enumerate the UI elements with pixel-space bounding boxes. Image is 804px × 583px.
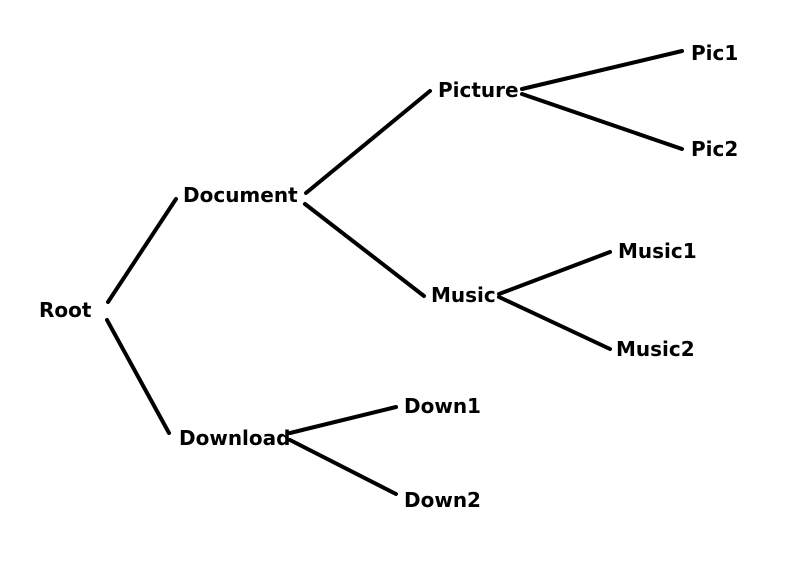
edge-root-download: [105, 318, 171, 435]
node-picture: Picture: [438, 78, 519, 102]
edge-root-document: [106, 197, 178, 304]
node-document: Document: [183, 183, 298, 207]
node-music2: Music2: [616, 337, 695, 361]
edge-music-music1: [497, 250, 612, 296]
edge-picture-pic1: [520, 49, 684, 91]
edge-download-down2: [288, 438, 398, 496]
edge-music-music2: [497, 295, 612, 351]
node-root: Root: [39, 298, 92, 322]
node-pic1: Pic1: [691, 41, 738, 65]
edge-picture-pic2: [520, 92, 684, 151]
node-download: Download: [179, 426, 290, 450]
edge-download-down1: [288, 405, 398, 435]
node-down1: Down1: [404, 394, 481, 418]
node-pic2: Pic2: [691, 137, 738, 161]
node-music: Music: [431, 283, 496, 307]
edge-document-music: [303, 202, 426, 298]
node-down2: Down2: [404, 488, 481, 512]
node-music1: Music1: [618, 239, 697, 263]
edge-document-picture: [304, 89, 432, 195]
